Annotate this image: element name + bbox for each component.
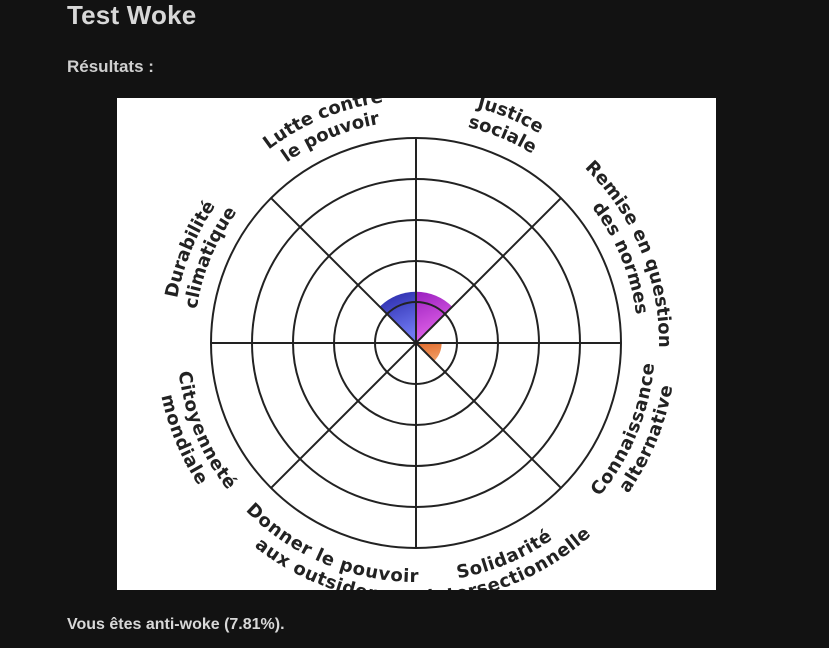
page-title: Test Woke	[67, 0, 197, 30]
results-heading: Résultats :	[67, 57, 154, 76]
polar-chart: Lutte contrele pouvoirJusticesocialeRemi…	[117, 98, 716, 590]
sector-0	[379, 291, 416, 343]
spoke-3	[270, 197, 562, 489]
sector-3	[416, 343, 442, 362]
sector-1	[416, 291, 453, 343]
result-text: Vous êtes anti-woke (7.81%).	[67, 616, 285, 633]
polar-chart-svg: Lutte contrele pouvoirJusticesocialeRemi…	[157, 98, 678, 590]
